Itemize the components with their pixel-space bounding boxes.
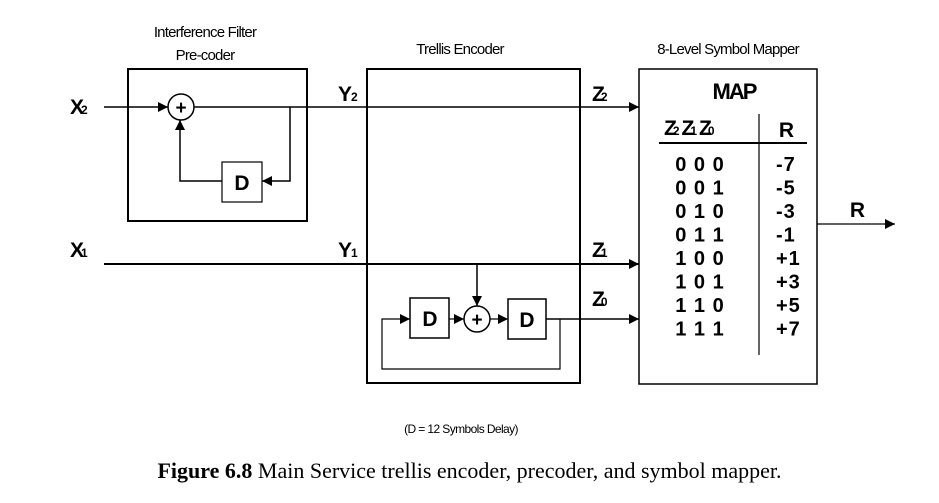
map-row-bits: 0 1 0 — [675, 201, 724, 223]
map-row: 0 1 1 -1 — [675, 225, 796, 247]
precoder-feedback-to-delay — [262, 107, 291, 186]
map-row-bits: 1 0 0 — [675, 248, 724, 270]
figure-caption-text: Main Service trellis encoder, precoder, … — [252, 458, 782, 483]
signal-y1-label: Y1 — [338, 239, 358, 262]
map-row-r: +7 — [776, 319, 801, 341]
signal-z0-label: Z0 — [592, 288, 608, 311]
map-row-r: +3 — [776, 272, 801, 294]
precoder-delay-to-adder — [175, 120, 222, 182]
map-row: 1 1 0 +5 — [675, 295, 801, 317]
trellis-delay1-box — [409, 297, 450, 339]
map-row: 0 0 1 -5 — [675, 178, 796, 200]
map-row-bits: 0 1 1 — [675, 225, 724, 247]
figure-label: Figure 6.8 — [157, 458, 253, 483]
map-row-r: -1 — [776, 225, 796, 247]
signal-x2-label: X2 — [70, 96, 88, 119]
trellis-feedback-loop — [381, 314, 561, 370]
signal-r-label: R — [850, 199, 865, 222]
map-row: 0 0 0 -7 — [675, 154, 796, 176]
map-header-output: R — [779, 119, 794, 142]
figure-caption: Figure 6.8 Main Service trellis encoder,… — [0, 458, 939, 484]
map-row-bits: 1 1 0 — [675, 295, 724, 317]
map-row-r: -5 — [776, 178, 796, 200]
map-row: 1 0 1 +3 — [675, 272, 801, 294]
mapper-box — [638, 68, 818, 385]
precoder-box — [127, 68, 308, 222]
signal-z1-label: Z1 — [592, 239, 608, 262]
map-row: 0 1 0 -3 — [675, 201, 796, 223]
map-heading: MAP — [713, 79, 757, 104]
map-row-bits: 0 0 1 — [675, 178, 724, 200]
adder-plus-icon: + — [471, 310, 482, 331]
delay-note: (D = 12 Symbols Delay) — [404, 422, 518, 436]
precoder-block: Interference Filter Pre-coder + D — [127, 24, 308, 222]
trellis-delay2-label: D — [519, 309, 534, 332]
trellis-title: Trellis Encoder — [416, 41, 504, 58]
map-row: 1 1 1 +7 — [675, 319, 801, 341]
adder-plus-icon: + — [175, 98, 186, 119]
precoder-title-line2: Pre-coder — [176, 47, 235, 64]
signal-z2-label: Z2 — [592, 83, 608, 106]
map-row: 1 0 0 +1 — [675, 248, 801, 270]
precoder-delay-label: D — [234, 172, 249, 195]
trellis-box — [366, 68, 581, 384]
map-row-r: +1 — [776, 248, 801, 270]
precoder-title-line1: Interference Filter — [154, 24, 257, 41]
trellis-encoder-block: Trellis Encoder D + D — [366, 41, 581, 384]
map-row-bits: 1 1 1 — [675, 319, 724, 341]
signal-x1-label: X1 — [70, 239, 88, 262]
signal-y2-label: Y2 — [338, 83, 358, 106]
map-rows: 0 0 0-70 0 1-50 1 0-30 1 1-11 0 0+11 0 1… — [675, 154, 801, 341]
mapper-title: 8-Level Symbol Mapper — [657, 41, 799, 58]
trellis-delay1-label: D — [422, 308, 437, 331]
map-row-r: -7 — [776, 154, 796, 176]
map-row-bits: 1 0 1 — [675, 272, 724, 294]
map-row-r: +5 — [776, 295, 801, 317]
map-row-bits: 0 0 0 — [675, 154, 724, 176]
map-row-r: -3 — [776, 201, 796, 223]
